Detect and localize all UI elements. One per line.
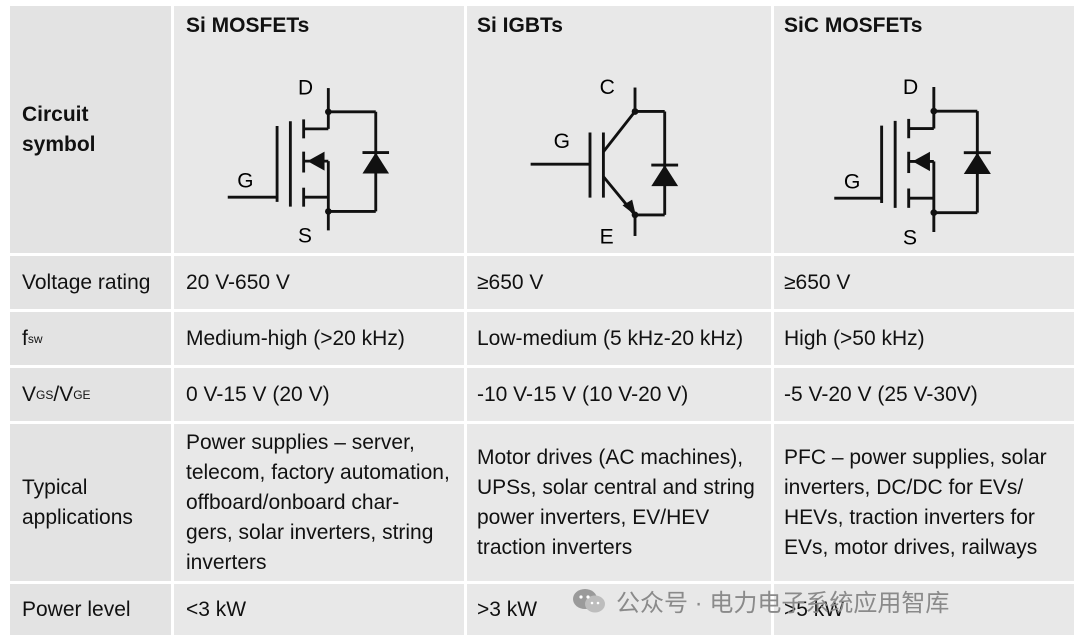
label-voltage-rating: Voltage rating — [10, 256, 174, 312]
mosfet-symbol-icon: D G S — [227, 77, 390, 248]
label-sub: sw — [27, 331, 43, 346]
gate-label: G — [844, 170, 861, 194]
cell-si-mosfet-apps: Power supplies – server, telecom, factor… — [174, 424, 467, 584]
column-title: Si IGBTs — [477, 14, 563, 37]
cell-si-igbt-fsw: Low-medium (5 kHz-20 kHz) — [467, 312, 774, 368]
app-line: HEVs, traction inverters for — [784, 505, 1035, 529]
header-sic-mosfets: SiC MOSFETs — [774, 6, 1074, 256]
label-main: f — [22, 326, 28, 350]
source-label: S — [903, 226, 917, 250]
app-line: inverters — [186, 550, 267, 574]
app-line: Motor drives (AC machines), — [477, 445, 744, 469]
row-typical-applications: Typical applications Power supplies – se… — [10, 424, 1074, 584]
drain-label: D — [903, 75, 918, 99]
sic-mosfet-symbol-icon: D G S — [834, 75, 991, 250]
app-line: Power supplies – server, — [186, 430, 415, 454]
cell-sic-mosfet-apps: PFC – power supplies, solar inverters, D… — [774, 424, 1074, 584]
cell-si-mosfet-vgs: 0 V-15 V (20 V) — [174, 368, 467, 424]
label-b-sub: GE — [73, 387, 91, 402]
drain-label: D — [298, 77, 313, 100]
cell-si-mosfet-fsw: Medium-high (>20 kHz) — [174, 312, 467, 368]
cell-sic-mosfet-vgs: -5 V-20 V (25 V-30V) — [774, 368, 1074, 424]
label-b: /V — [53, 382, 74, 406]
label-text: Circuit symbol — [22, 102, 96, 156]
app-line: telecom, factory automation, — [186, 460, 450, 484]
column-title: SiC MOSFETs — [784, 14, 923, 37]
cell-sic-mosfet-fsw: High (>50 kHz) — [774, 312, 1074, 368]
row-power-level: Power level <3 kW >3 kW >5 kW — [10, 584, 1074, 638]
column-title: Si MOSFETs — [186, 14, 310, 37]
igbt-symbol-icon: C G E — [530, 76, 679, 249]
cell-sic-mosfet-voltage: ≥650 V — [774, 256, 1074, 312]
cell-si-mosfet-voltage: 20 V-650 V — [174, 256, 467, 312]
app-line: power inverters, EV/HEV — [477, 505, 710, 529]
app-line: PFC – power supplies, solar — [784, 445, 1047, 469]
label-typical-applications: Typical applications — [10, 424, 174, 584]
label-power-level: Power level — [10, 584, 174, 638]
wechat-icon — [573, 588, 605, 612]
wechat-watermark: 公众号 · 电力电子系统应用智库 — [572, 583, 949, 618]
collector-label: C — [600, 76, 615, 99]
cell-si-igbt-voltage: ≥650 V — [467, 256, 774, 312]
cell-sic-mosfet-power: >5 kW — [774, 584, 1074, 638]
watermark-text: 公众号 · 电力电子系统应用智库 — [616, 590, 950, 617]
label-a: V — [22, 382, 37, 406]
cell-si-mosfet-power: <3 kW — [174, 584, 467, 638]
app-line: traction inverters — [477, 535, 633, 559]
cell-si-igbt-vge: -10 V-15 V (10 V-20 V) — [467, 368, 774, 424]
app-line: inverters, DC/DC for EVs/ — [784, 475, 1024, 499]
app-line: offboard/onboard char- — [186, 490, 400, 514]
row-voltage-rating: Voltage rating 20 V-650 V ≥650 V ≥650 V — [10, 256, 1074, 312]
comparison-table: Circuit symbol Si MOSFETs — [10, 6, 1074, 638]
header-si-mosfets: Si MOSFETs — [174, 6, 467, 256]
cell-si-igbt-apps: Motor drives (AC machines), UPSs, solar … — [467, 424, 774, 584]
cell-si-igbt-power: >3 kW — [467, 584, 774, 638]
gate-label: G — [554, 130, 570, 153]
app-line: gers, solar inverters, string — [186, 520, 434, 544]
app-line: EVs, motor drives, railways — [784, 535, 1038, 559]
label-a-sub: GS — [36, 387, 54, 402]
source-label: S — [298, 225, 312, 248]
gate-label: G — [237, 170, 253, 193]
app-line: UPSs, solar central and string — [477, 475, 755, 499]
label-text: Typical applications — [22, 475, 133, 529]
emitter-label: E — [600, 226, 614, 249]
header-si-igbts: Si IGBTs — [467, 6, 774, 256]
row-circuit-symbol: Circuit symbol Si MOSFETs — [10, 6, 1074, 256]
label-circuit-symbol: Circuit symbol — [10, 6, 174, 256]
